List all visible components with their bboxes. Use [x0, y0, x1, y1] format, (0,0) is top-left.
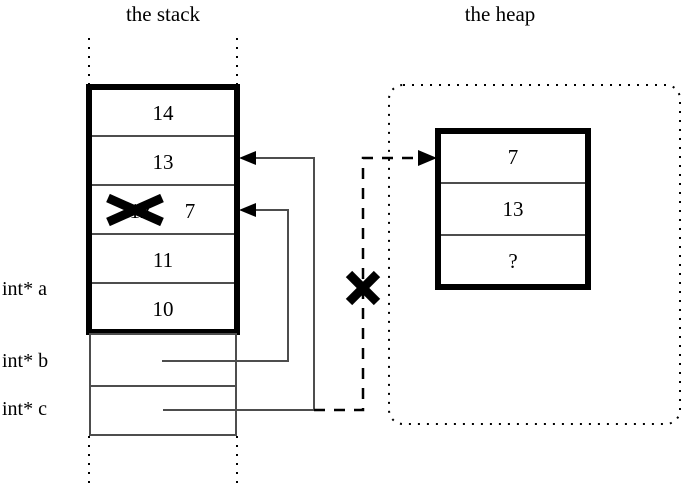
- stack-cell-value-2-new: 7: [184, 199, 196, 223]
- stack-cell-value-3: 11: [152, 248, 174, 272]
- stack-pointer-block: [89, 333, 237, 436]
- pointer-b-path: [162, 209, 289, 362]
- pointer-c-arrowhead: [239, 151, 256, 165]
- pointer-var-label-a: int* a: [2, 278, 47, 300]
- pointer-a-arrowhead: [418, 150, 437, 166]
- struck-value-x-mark: [106, 193, 164, 227]
- pointer-b-arrowhead: [239, 203, 256, 217]
- heap-cell-value-2: ?: [508, 249, 518, 273]
- heap-cell-value-0: 7: [507, 145, 519, 169]
- stack-cell-value-2-old: 12: [129, 199, 151, 223]
- stack-cell-value-1: 13: [152, 150, 174, 174]
- stack-allocated-block: [86, 84, 240, 335]
- stack-title: the stack: [125, 2, 201, 26]
- heap-cell-value-1: 13: [502, 197, 524, 221]
- heap-allocated-block: [435, 128, 591, 290]
- pointer-a-dangling-path: [314, 156, 420, 412]
- pointer-c-path: [163, 157, 315, 411]
- stack-cell-value-4: 10: [152, 297, 174, 321]
- pointer-var-label-c: int* c: [2, 398, 47, 420]
- stack-cell-value-0: 14: [152, 101, 174, 125]
- heap-title: the heap: [464, 2, 536, 26]
- pointer-var-label-b: int* b: [2, 350, 49, 372]
- invalidated-pointer-x-mark: [345, 270, 381, 306]
